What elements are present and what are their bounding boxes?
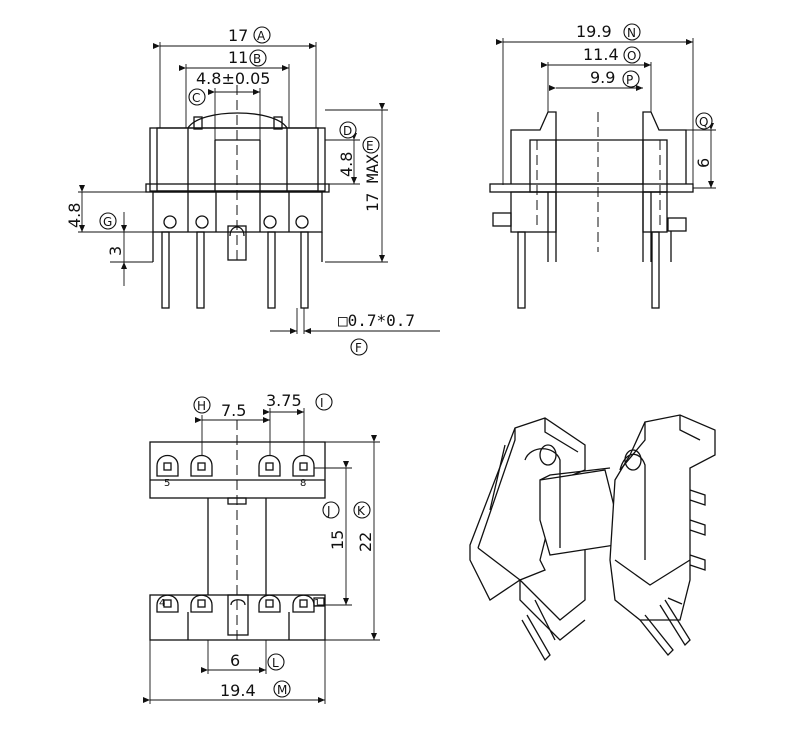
tag-c: C	[192, 91, 200, 105]
tag-e: E	[366, 139, 374, 153]
dim-g-upper: 4.8	[65, 203, 84, 228]
tag-f: F	[355, 341, 362, 355]
dim-a-value: 17	[228, 26, 248, 45]
pin-label-5: 5	[164, 478, 170, 489]
isometric-view	[469, 414, 716, 662]
tag-g: G	[103, 215, 112, 229]
dim-b-value: 11	[228, 48, 248, 67]
tag-i: I	[320, 396, 324, 410]
tag-m: M	[277, 683, 287, 697]
dim-p-value: 9.9	[590, 68, 615, 87]
dim-f-value: □0.7*0.7	[338, 311, 415, 330]
dim-c-value: 4.8±0.05	[196, 69, 270, 88]
dim-l-value: 6	[230, 651, 240, 670]
dim-o-value: 11.4	[583, 45, 619, 64]
pin-label-4: 4	[159, 598, 165, 609]
bottom-view: 7.5 H 3.75 I 5 8 4	[143, 391, 380, 704]
front-view: 17 A 11 B 4.8±0.05 C	[65, 26, 440, 356]
tag-j: J	[326, 504, 331, 518]
pin-label-8: 8	[300, 478, 306, 489]
tag-h: H	[197, 399, 206, 413]
tag-b: B	[253, 52, 261, 66]
dim-k-value: 22	[356, 532, 375, 552]
dim-e-height: 4.8	[337, 152, 356, 177]
tag-a: A	[257, 29, 266, 43]
tag-d: D	[343, 124, 352, 138]
dim-h-value: 7.5	[221, 401, 246, 420]
tag-q: Q	[699, 115, 708, 129]
tag-n: N	[627, 26, 636, 40]
tag-o: O	[627, 49, 636, 63]
dim-i-value: 3.75	[266, 391, 302, 410]
dim-j-value: 15	[328, 530, 347, 550]
side-view: 19.9 N 11.4 O 9.9 P	[489, 22, 716, 309]
tag-p: P	[626, 73, 633, 87]
dim-m-value: 19.4	[220, 681, 256, 700]
dim-e-max: 17 MAX	[363, 154, 382, 212]
tag-l: L	[272, 656, 279, 670]
dim-g-lower: 3	[106, 246, 125, 256]
dim-q-height: 6	[694, 158, 713, 168]
pin-label-1: 1	[314, 598, 320, 609]
tag-k: K	[357, 504, 366, 518]
dim-n-value: 19.9	[576, 22, 612, 41]
